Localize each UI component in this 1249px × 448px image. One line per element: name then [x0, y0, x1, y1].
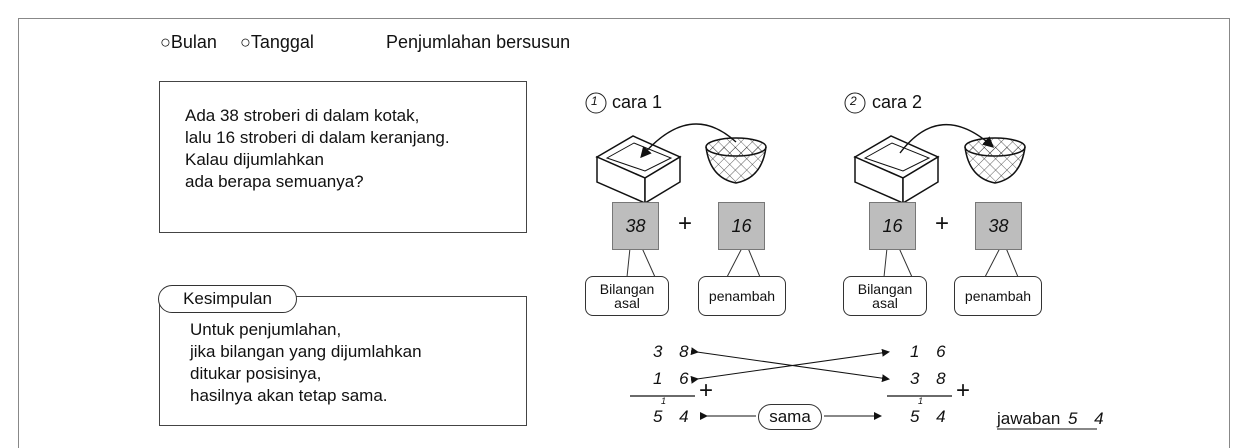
method-2-label: cara 2 — [872, 92, 923, 112]
marker-2-icon — [844, 92, 866, 114]
answer-value: 5 4 — [1068, 409, 1110, 428]
conclusion-line: jika bilangan yang dijumlahkan — [190, 342, 422, 361]
carry-digit: 1 — [661, 396, 667, 406]
transfer-arrow — [640, 123, 737, 159]
problem-line: ada berapa semuanya? — [185, 172, 364, 191]
method-1-label: cara 1 — [612, 92, 663, 112]
swap-arrow — [690, 348, 890, 384]
marker-1-icon — [585, 92, 607, 114]
label-pointer — [883, 247, 913, 278]
number-box: 16 — [718, 202, 765, 250]
basket-icon — [705, 137, 767, 184]
box-icon — [853, 135, 940, 205]
addend-label: penambah — [954, 276, 1042, 316]
plus-sign: + — [935, 210, 950, 237]
date-field: ○Tanggal — [240, 32, 314, 52]
conclusion-box: Untuk penjumlahan, jika bilangan yang di… — [159, 296, 527, 426]
plus-sign: + — [699, 377, 714, 404]
conclusion-line: Untuk penjumlahan, — [190, 320, 342, 339]
same-badge: sama — [758, 404, 822, 430]
circle-icon: ○ — [240, 32, 251, 52]
plus-sign: + — [678, 210, 693, 237]
basket-icon — [964, 137, 1026, 184]
column-top-number: 1 6 — [910, 342, 952, 361]
column-top-number: 3 8 — [653, 342, 695, 361]
marker-2-number: 2 — [850, 94, 857, 108]
conclusion-tag: Kesimpulan — [158, 285, 297, 313]
problem-line: Ada 38 stroberi di dalam kotak, — [185, 106, 420, 125]
worksheet-frame — [18, 18, 1230, 448]
column-bottom-number: 3 8 — [910, 369, 952, 388]
problem-line: Kalau dijumlahkan — [185, 150, 324, 169]
transfer-arrow — [899, 124, 995, 154]
label-pointer — [626, 247, 656, 278]
label-pointer — [984, 247, 1019, 278]
circle-icon: ○ — [160, 32, 171, 52]
month-field: ○Bulan — [160, 32, 217, 52]
number-box: 38 — [975, 202, 1022, 250]
page-title: Penjumlahan bersusun — [386, 32, 571, 52]
column-result: 5 4 — [653, 407, 695, 426]
problem-box: Ada 38 stroberi di dalam kotak, lalu 16 … — [159, 81, 527, 233]
answer-label: jawaban — [997, 409, 1061, 428]
number-box: 16 — [869, 202, 916, 250]
problem-line: lalu 16 stroberi di dalam keranjang. — [185, 128, 450, 147]
label-pointer — [726, 247, 761, 278]
column-result: 5 4 — [910, 407, 952, 426]
box-icon — [595, 135, 682, 205]
conclusion-line: ditukar posisinya, — [190, 364, 322, 383]
column-bottom-number: 1 6 — [653, 369, 695, 388]
plus-sign: + — [956, 377, 971, 404]
carry-digit: 1 — [918, 396, 924, 406]
number-box: 38 — [612, 202, 659, 250]
conclusion-line: hasilnya akan tetap sama. — [190, 386, 388, 405]
addend-label: penambah — [698, 276, 786, 316]
marker-1-number: 1 — [591, 94, 598, 108]
